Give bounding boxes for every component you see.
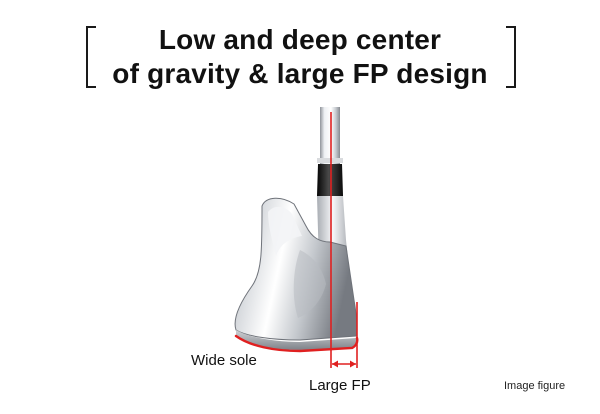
large-fp-arrow [332, 360, 356, 368]
headline-line-2: of gravity & large FP design [112, 58, 488, 89]
large-fp-label: Large FP [309, 377, 371, 394]
toe-highlight [268, 206, 302, 256]
club-ferrule [317, 164, 343, 196]
head-cavity [293, 250, 326, 318]
image-figure-note: Image figure [504, 380, 566, 392]
wide-sole-highlight [234, 334, 359, 353]
club-sole [236, 330, 357, 350]
wide-sole-label: Wide sole [191, 352, 257, 369]
left-bracket [86, 26, 96, 88]
headline: Low and deep center of gravity & large F… [0, 23, 600, 91]
headline-line-1: Low and deep center [158, 24, 442, 55]
right-bracket [506, 26, 516, 88]
club-shaft [320, 107, 340, 165]
ferrule-ring [317, 158, 343, 163]
